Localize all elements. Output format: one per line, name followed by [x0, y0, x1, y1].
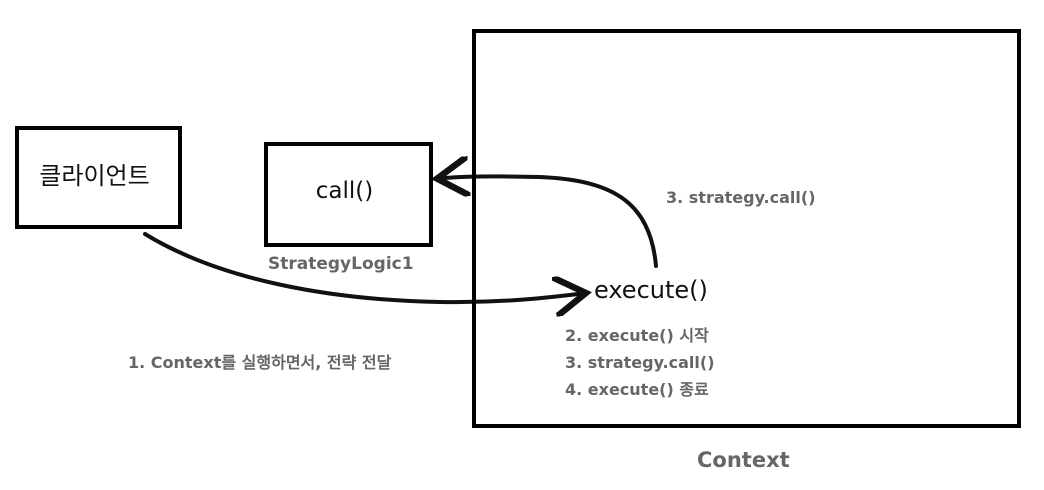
context-execute-method: execute() — [594, 276, 708, 304]
strategy-logic-name: StrategyLogic1 — [268, 254, 414, 274]
context-box — [472, 29, 1021, 428]
execute-step: 3. strategy.call() — [565, 353, 715, 372]
client-label: 클라이언트 — [39, 162, 150, 190]
strategy-logic-box — [264, 142, 433, 247]
context-name: Context — [697, 448, 790, 472]
execute-step: 4. execute() 종료 — [565, 380, 709, 399]
execute-steps-list: 2. execute() 시작 3. strategy.call() 4. ex… — [565, 322, 715, 403]
client-to-context-arrow-label: 1. Context를 실행하면서, 전략 전달 — [128, 353, 392, 372]
strategy-call-method: call() — [315, 177, 374, 204]
client-to-context-arrow — [143, 232, 578, 302]
client-box — [15, 126, 182, 229]
execute-step: 2. execute() 시작 — [565, 326, 709, 345]
strategy-call-arrow-label: 3. strategy.call() — [666, 188, 816, 207]
